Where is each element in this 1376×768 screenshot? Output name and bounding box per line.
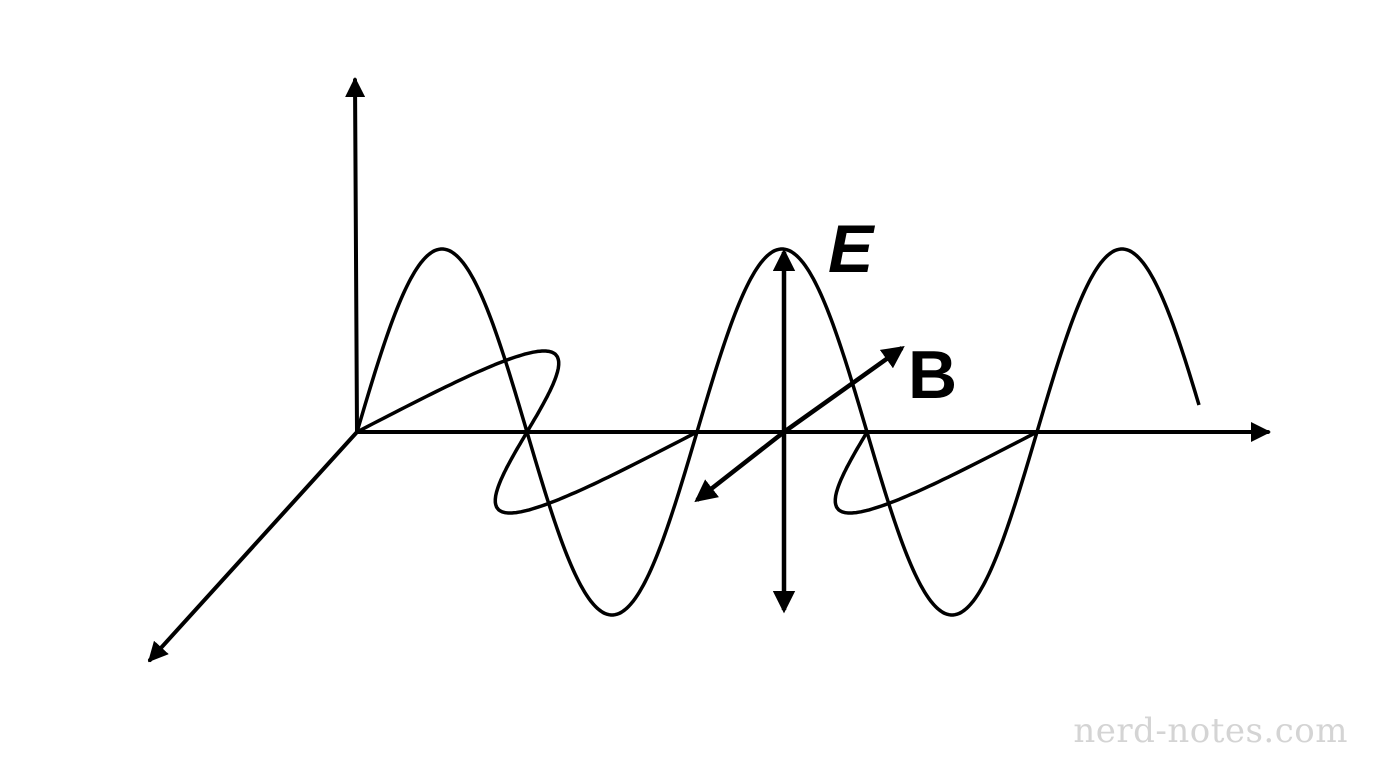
- watermark-text: nerd-notes.com: [1073, 711, 1348, 751]
- depth-axis-arrow: [147, 430, 359, 663]
- magnetic-field-loop: [833, 430, 1038, 515]
- vertical-axis-arrow: [345, 77, 366, 434]
- magnetic-field-vector-arrow: [782, 346, 905, 434]
- magnetic-field-wave: [356, 349, 1038, 515]
- electric-field-label: E: [828, 211, 876, 287]
- magnetic-field-loop: [493, 430, 698, 515]
- magnetic-field-loop: [356, 349, 561, 434]
- magnetic-field-vector-arrow-back: [694, 430, 786, 503]
- magnetic-field-label: B: [908, 337, 957, 413]
